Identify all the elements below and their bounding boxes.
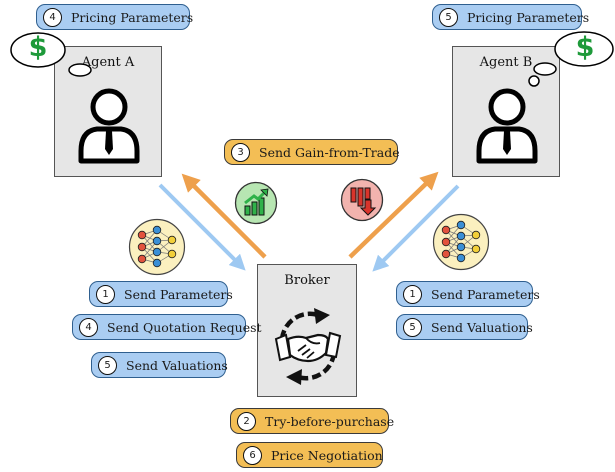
person-icon (78, 88, 140, 164)
try-before-purchase-label: 2 Try-before-purchase (230, 408, 394, 434)
handshake-cycle-icon (274, 308, 342, 385)
step-number: 3 (231, 142, 250, 162)
chart-up-icon (234, 181, 278, 225)
broker-title: Broker (284, 273, 330, 288)
agent-b-box: Agent B (452, 46, 560, 177)
pill-text: Send Quotation Request (107, 319, 262, 335)
pill-text: Send Gain-from-Trade (259, 144, 400, 160)
agent-b-thought-bubble (528, 31, 614, 87)
step-number: 1 (96, 284, 115, 304)
step-number: 6 (243, 445, 262, 465)
step-number: 4 (79, 317, 98, 337)
pill-text: Send Valuations (126, 357, 228, 373)
price-negotiation-label: 6 Price Negotiation (236, 442, 383, 468)
broker-box: Broker (257, 264, 357, 397)
left-agent-to-broker-arrow (158, 183, 246, 271)
left-send-valuations-label: 5 Send Valuations (91, 352, 228, 378)
step-number: 1 (403, 284, 422, 304)
agent-a-title: Agent A (81, 55, 135, 70)
neural-network-icon (128, 218, 186, 276)
step-number: 2 (237, 411, 256, 431)
pill-text: Pricing Parameters (71, 9, 194, 25)
dollar-icon: $ (575, 32, 595, 63)
agent-b-title: Agent B (479, 55, 533, 70)
pill-text: Try-before-purchase (265, 413, 395, 429)
neural-network-icon (432, 213, 490, 271)
pill-text: Send Valuations (431, 319, 533, 335)
pill-text: Send Parameters (431, 286, 540, 302)
chart-down-icon (340, 178, 384, 222)
step-number: 4 (43, 7, 62, 27)
agent-a-thought-bubble (10, 32, 92, 77)
person-icon (476, 88, 538, 164)
right-send-valuations-label: 5 Send Valuations (396, 314, 533, 340)
left-broker-to-agent-arrow (181, 173, 267, 259)
left-send-parameters-label: 1 Send Parameters (89, 281, 233, 307)
step-number: 5 (98, 355, 117, 375)
step-number: 5 (439, 7, 458, 27)
agent-a-pricing-parameters-label: 4 Pricing Parameters (36, 4, 194, 30)
right-broker-to-agent-arrow (348, 171, 439, 259)
send-gain-from-trade-label: 3 Send Gain-from-Trade (224, 139, 400, 165)
step-number: 5 (403, 317, 422, 337)
right-send-parameters-label: 1 Send Parameters (396, 281, 540, 307)
left-send-quotation-request-label: 4 Send Quotation Request (72, 314, 262, 340)
right-agent-to-broker-arrow (372, 184, 460, 272)
pill-text: Pricing Parameters (467, 9, 590, 25)
pill-text: Send Parameters (124, 286, 233, 302)
agent-b-pricing-parameters-label: 5 Pricing Parameters (432, 4, 589, 30)
pill-text: Price Negotiation (271, 447, 383, 463)
dollar-icon: $ (28, 32, 48, 63)
